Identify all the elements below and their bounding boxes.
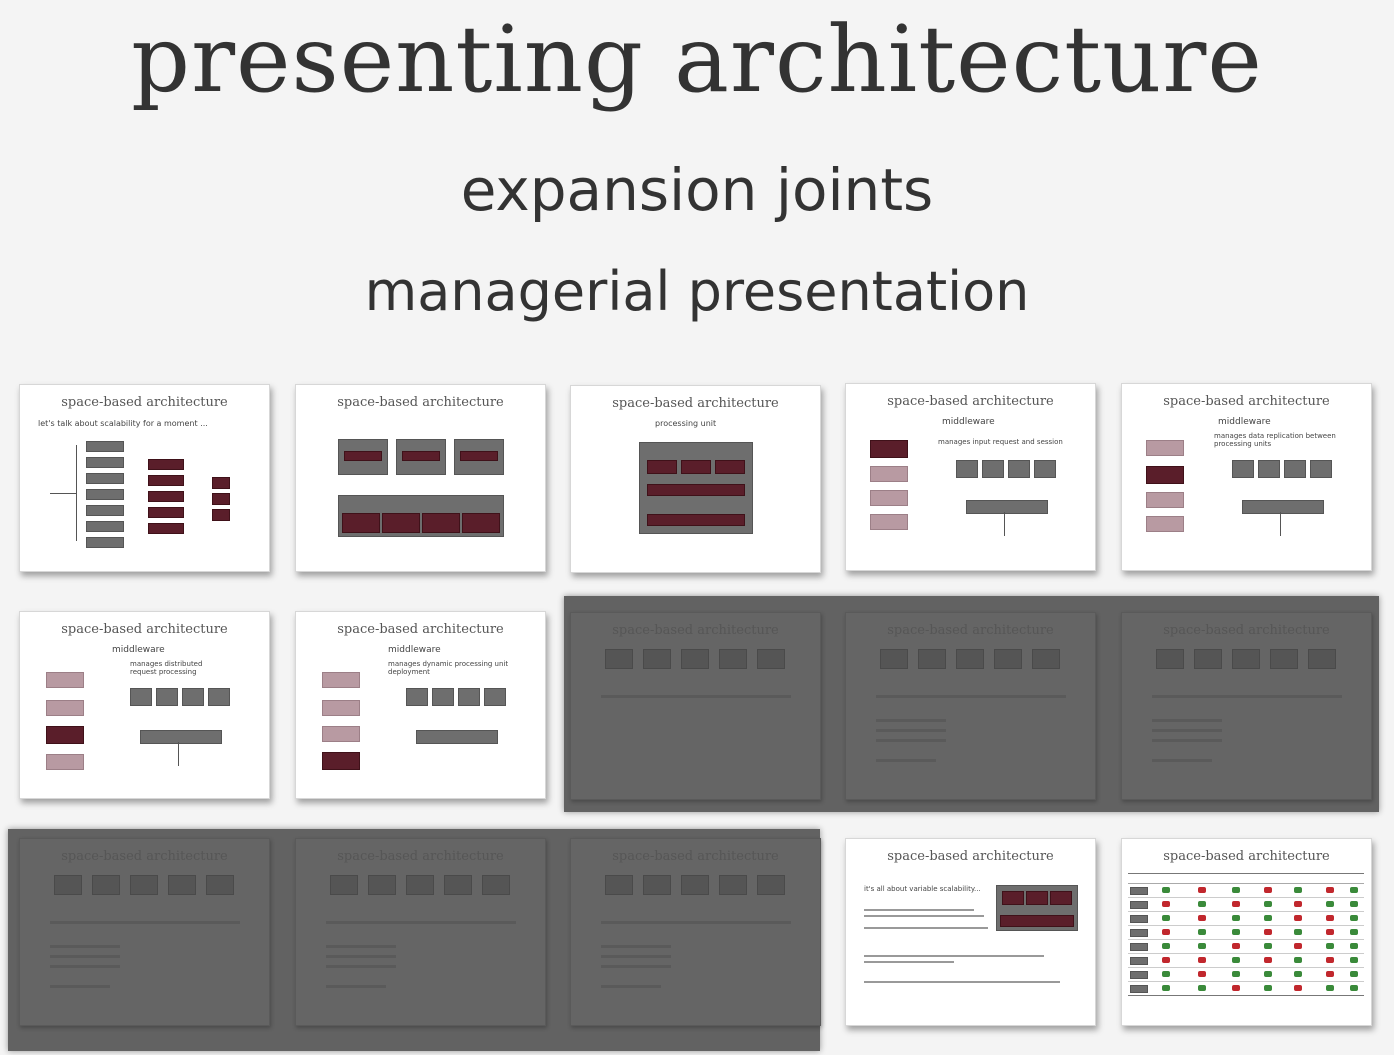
slide-diagram [846,871,1095,1021]
slide-diagram [20,417,269,567]
slide-title: space-based architecture [1163,394,1330,409]
slide-title: space-based architecture [612,396,779,411]
slide-subtitle: middleware [112,645,165,655]
slide-diagram [20,644,269,794]
slide-thumbnail[interactable]: space-based architecture [845,612,1096,800]
slide-diagram [1122,871,1371,1021]
slide-subtitle: middleware [388,645,441,655]
slide-title: space-based architecture [1163,849,1330,864]
slide-thumbnail[interactable]: space-based architecture middleware mana… [295,611,546,799]
slide-thumbnail[interactable]: space-based architecture [1121,838,1372,1026]
slide-title: space-based architecture [337,849,504,864]
slide-subtitle: it's all about variable scalability... [864,885,981,893]
slide-diagram [846,416,1095,566]
slide-diagram [296,644,545,794]
slide-diagram [571,645,820,795]
subtitle-secondary: managerial presentation [364,260,1030,323]
slide-thumbnail[interactable]: space-based architecture [295,838,546,1026]
slide-thumbnail[interactable]: space-based architecture let's talk abou… [19,384,270,572]
slide-title: space-based architecture [61,849,228,864]
slide-title: space-based architecture [612,849,779,864]
slide-diagram [571,871,820,1021]
slide-subtitle: middleware [942,417,995,427]
slide-title: space-based architecture [887,849,1054,864]
slide-title: space-based architecture [1163,623,1330,638]
slide-thumbnail[interactable]: space-based architecture middleware mana… [1121,383,1372,571]
slide-thumbnail[interactable]: space-based architecture [1121,612,1372,800]
slide-diagram [846,645,1095,795]
slide-diagram [296,417,545,567]
slide-thumbnail[interactable]: space-based architecture middleware mana… [19,611,270,799]
slide-diagram [1122,416,1371,566]
slide-thumbnail[interactable]: space-based architecture [570,838,821,1026]
page-title: presenting architecture [131,6,1263,113]
slide-thumbnail[interactable]: space-based architecture middleware mana… [845,383,1096,571]
slide-title: space-based architecture [612,623,779,638]
slide-diagram [296,871,545,1021]
slide-title: space-based architecture [61,395,228,410]
slide-note: manages distributed request processing [130,660,203,676]
slide-thumbnail[interactable]: space-based architecture processing unit [570,385,821,573]
slide-title: space-based architecture [337,395,504,410]
slide-diagram [20,871,269,1021]
slide-diagram [1122,645,1371,795]
slide-note: manages data replication between process… [1214,432,1336,448]
slide-thumbnail[interactable]: space-based architecture it's all about … [845,838,1096,1026]
slide-thumbnail[interactable]: space-based architecture [570,612,821,800]
slide-title: space-based architecture [887,394,1054,409]
slide-subtitle: let's talk about scalability for a momen… [38,419,208,428]
slide-note: manages input request and session [938,438,1063,446]
slide-thumbnail[interactable]: space-based architecture [295,384,546,572]
slide-diagram [571,418,820,568]
slide-title: space-based architecture [337,622,504,637]
slide-title: space-based architecture [887,623,1054,638]
slide-note: manages dynamic processing unit deployme… [388,660,509,676]
subtitle: expansion joints [460,156,934,224]
slide-subtitle: processing unit [655,419,717,428]
slide-thumbnail[interactable]: space-based architecture [19,838,270,1026]
slide-title: space-based architecture [61,622,228,637]
slide-subtitle: middleware [1218,417,1271,427]
